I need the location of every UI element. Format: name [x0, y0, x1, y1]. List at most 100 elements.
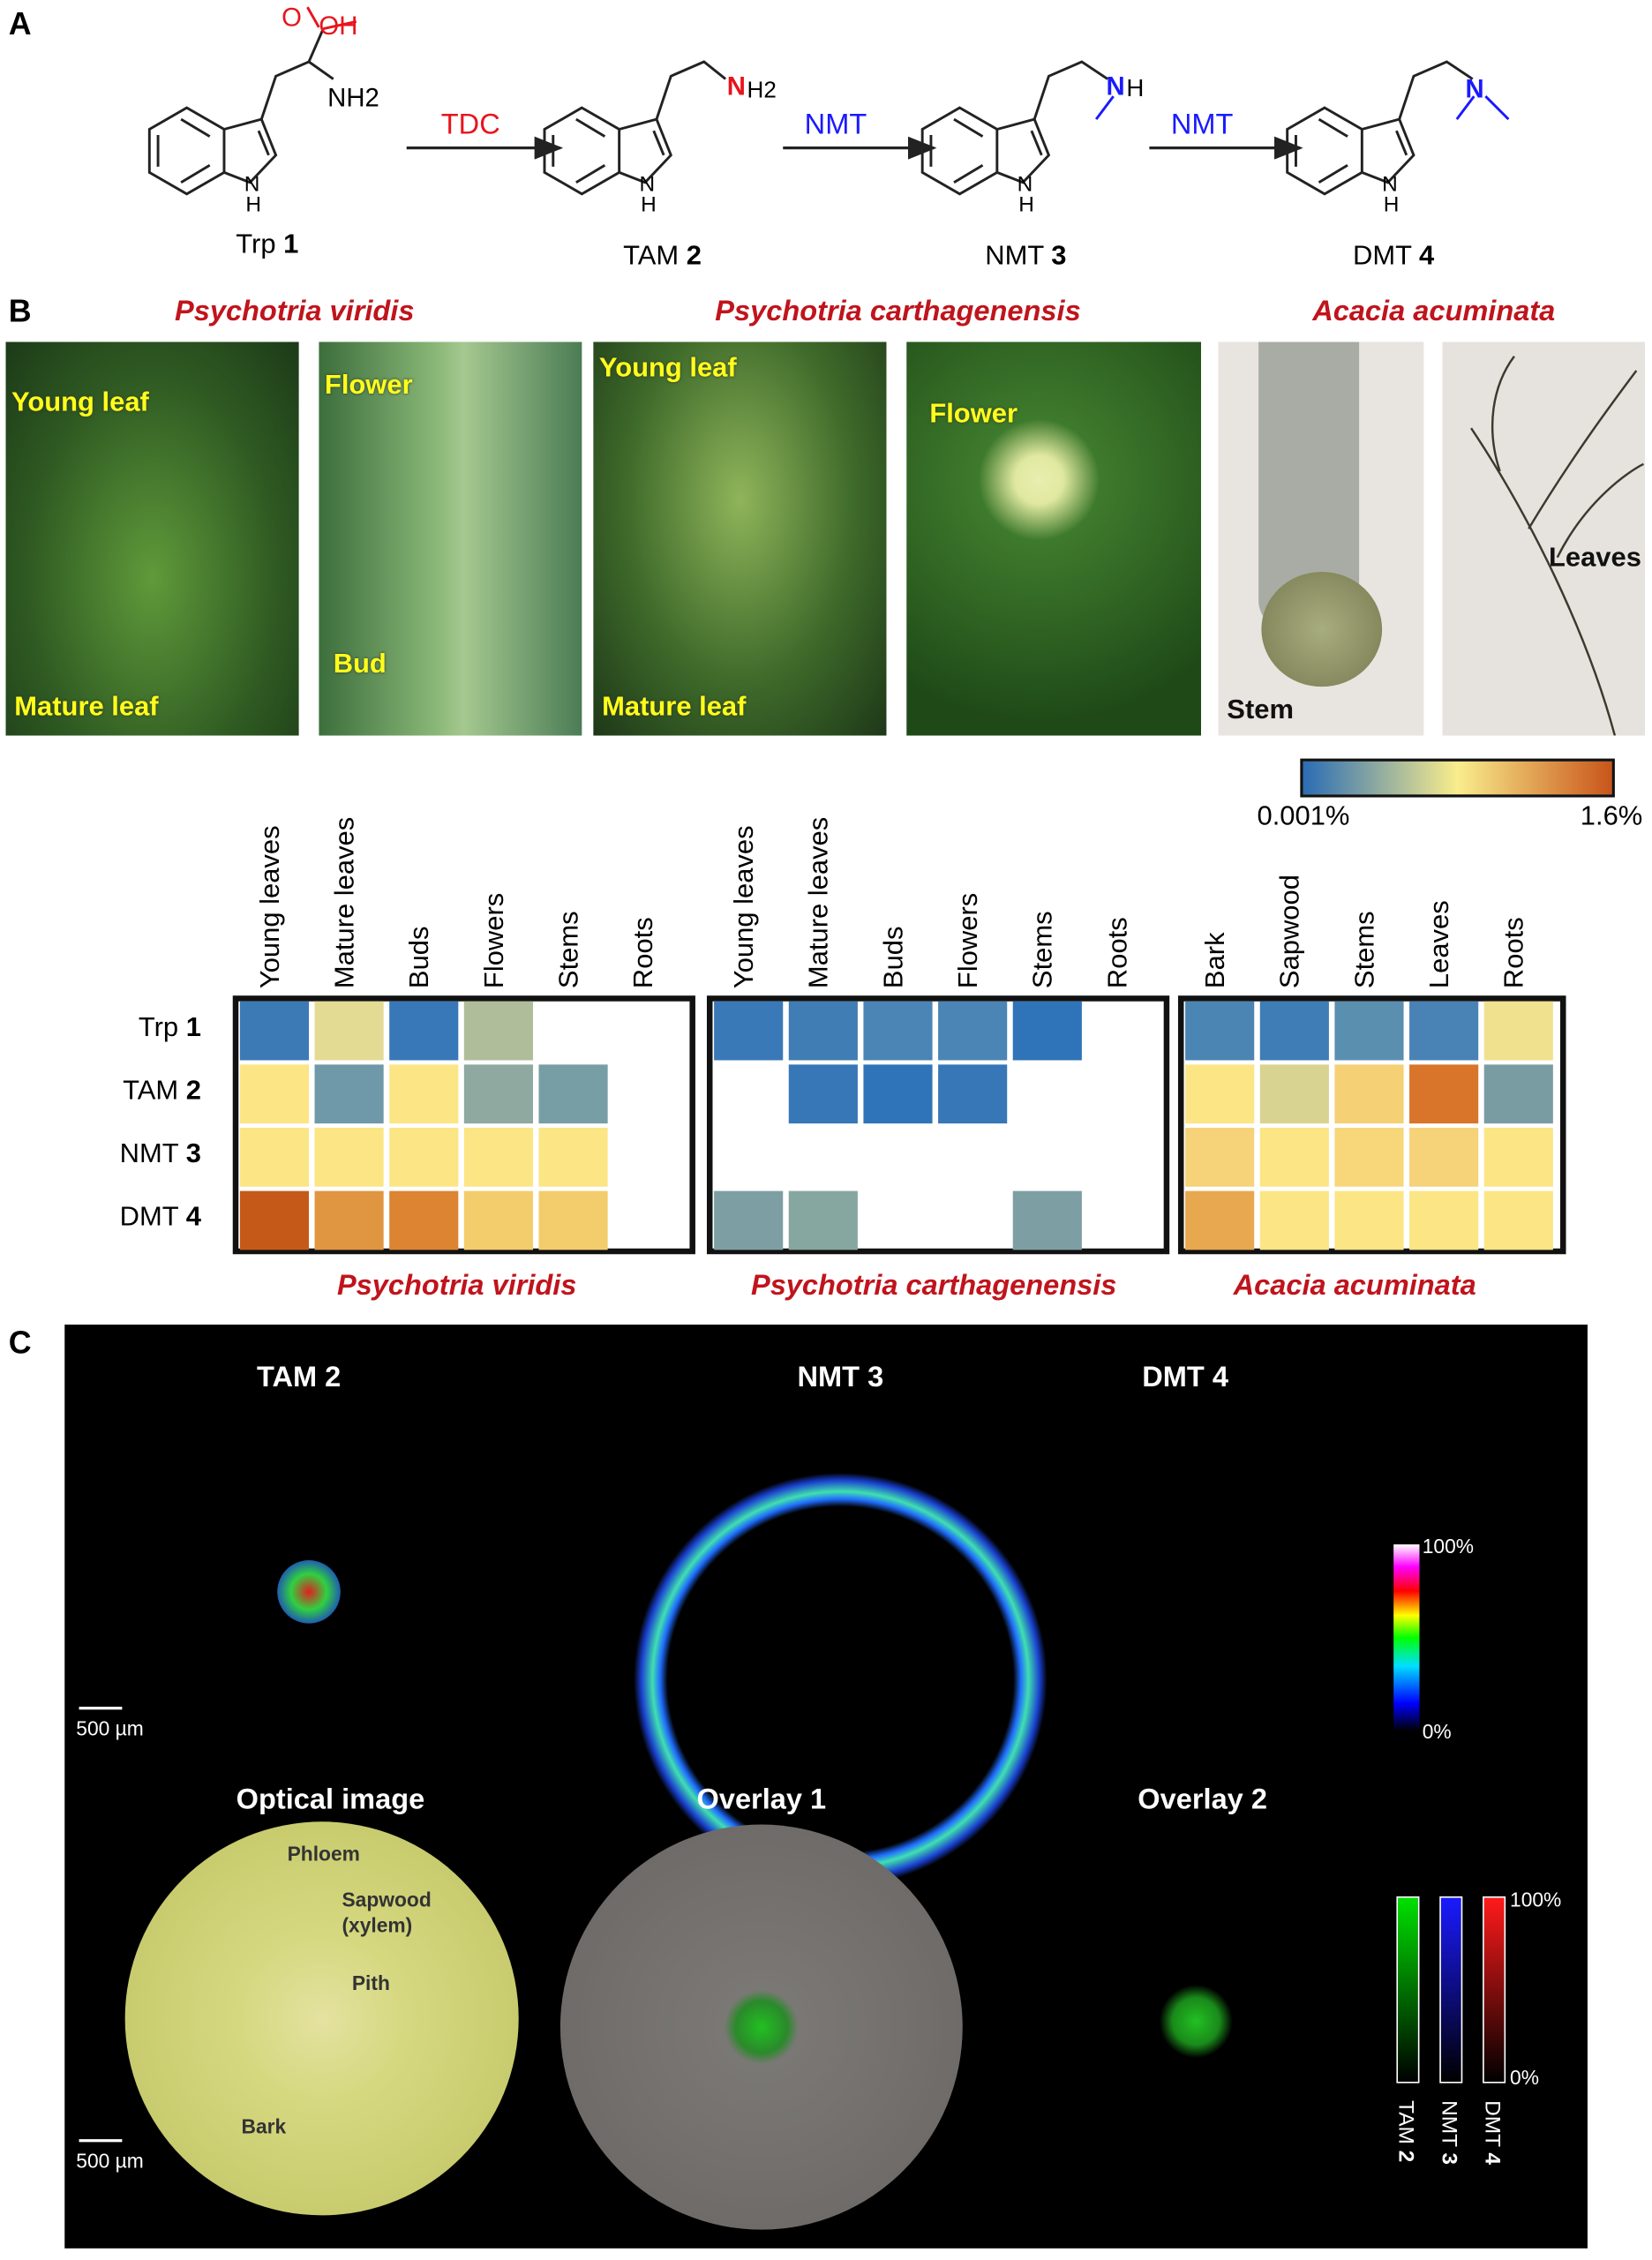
scale-bar-bottom — [79, 2139, 123, 2143]
photo-aa-leaves: Leaves — [1442, 342, 1646, 736]
colorbar-min: 0.001% — [1257, 801, 1350, 832]
channel-bar-nmt — [1439, 1896, 1463, 2084]
heatmap-cell — [938, 1001, 1008, 1061]
heatmap-cell — [1185, 1001, 1255, 1061]
dmt-structure — [1286, 60, 1510, 196]
scale-bar-top — [79, 1707, 123, 1710]
photo-pv-leaves: Young leaf Mature leaf — [5, 342, 299, 736]
overlay-2-image — [1012, 1834, 1379, 2209]
trp-oh: OH — [319, 11, 358, 41]
heatmap-cell — [1185, 1127, 1255, 1187]
photo-pc-flower: Flower — [906, 342, 1202, 736]
arrow-label-nmt-2: NMT — [1170, 109, 1234, 141]
column-label: Roots — [1103, 917, 1134, 989]
title-optical: Optical image — [236, 1783, 425, 1816]
concentration-colorbar — [1300, 758, 1615, 798]
ann-stem: Stem — [1227, 695, 1294, 726]
column-label: Young leaves — [730, 825, 761, 989]
ann-pith: Pith — [351, 1971, 390, 1994]
ann-young-leaf: Young leaf — [598, 353, 737, 384]
title-nmt: NMT 3 — [797, 1362, 884, 1394]
heatmap-cell — [314, 1001, 384, 1061]
heatmap-cell — [863, 1001, 933, 1061]
title-tam: TAM 2 — [256, 1362, 342, 1394]
heatmap-cell — [1483, 1190, 1553, 1250]
reaction-scheme — [147, 6, 1510, 196]
channel-label-nmt: NMT 3 — [1437, 2100, 1461, 2165]
heatmap-cell — [788, 1064, 858, 1124]
heatmap-cell — [1259, 1190, 1329, 1250]
heatmap-cell — [1483, 1064, 1553, 1124]
trp-structure — [147, 6, 357, 196]
nmt-n: N — [1106, 71, 1125, 101]
photo-aa-stem: Stem — [1218, 342, 1424, 736]
row-label: DMT 4 — [119, 1202, 201, 1233]
photo-pv-flower: Flower Bud — [319, 342, 582, 736]
tam-n: N — [726, 71, 746, 101]
heatmap-cell — [314, 1190, 384, 1250]
column-label: Leaves — [1424, 900, 1456, 989]
heatmap-cell — [1012, 1001, 1082, 1061]
species-title-pv: Psychotria viridis — [175, 296, 415, 328]
intensity-colorbar — [1393, 1544, 1420, 1731]
heatmap-cell — [1185, 1064, 1255, 1124]
heatmap-species-pc: Psychotria carthagenensis — [750, 1270, 1117, 1302]
heatmap-cell — [1409, 1190, 1479, 1250]
nmt-h: H — [1126, 74, 1145, 102]
heatmap-cell — [239, 1001, 310, 1061]
label-trp: Trp 1 — [236, 229, 299, 260]
nmt-indole-h: H — [1018, 192, 1034, 217]
row-label: Trp 1 — [138, 1012, 201, 1043]
heatmap-cell — [1185, 1190, 1255, 1250]
heatmap-cell — [1334, 1127, 1404, 1187]
dmt-n: N — [1465, 74, 1484, 104]
arrow-label-nmt-1: NMT — [804, 109, 867, 141]
ann-sapwood: Sapwood — [342, 1888, 432, 1911]
heatmap-cell — [1409, 1127, 1479, 1187]
scale-bar-label-bottom: 500 µm — [76, 2149, 144, 2173]
heatmap-cell — [863, 1064, 933, 1124]
heatmap-cell — [788, 1001, 858, 1061]
row-label: NMT 3 — [119, 1139, 201, 1170]
heatmap-cell — [389, 1064, 459, 1124]
channel-bar-dmt — [1483, 1896, 1506, 2084]
intensity-min: 0% — [1422, 1719, 1452, 1743]
msi-image-dmt — [1012, 1408, 1372, 1768]
heatmap-cell — [788, 1190, 858, 1250]
column-label: Bark — [1201, 932, 1232, 989]
arrow-label-tdc: TDC — [440, 109, 500, 141]
ann-mature-leaf: Mature leaf — [602, 692, 747, 723]
heatmap-cell — [1259, 1001, 1329, 1061]
heatmap-cell — [463, 1064, 533, 1124]
heatmap-cell — [938, 1064, 1008, 1124]
ann-bud: Bud — [333, 649, 387, 680]
heatmap-cell — [463, 1127, 533, 1187]
column-label: Stems — [1350, 911, 1381, 989]
column-label: Buds — [405, 926, 436, 989]
scale-bar-label-top: 500 µm — [76, 1716, 144, 1740]
channel-label-dmt: DMT 4 — [1479, 2100, 1505, 2165]
panel-c-label: C — [8, 1325, 32, 1361]
heatmap-cell — [389, 1001, 459, 1061]
heatmap-cell — [1409, 1064, 1479, 1124]
nmt-structure — [920, 60, 1115, 196]
title-overlay-2: Overlay 2 — [1138, 1783, 1267, 1816]
nmt-indole-n: N — [1017, 172, 1033, 198]
heatmap-cell — [538, 1127, 608, 1187]
intensity-max: 100% — [1422, 1534, 1475, 1558]
title-dmt: DMT 4 — [1142, 1362, 1228, 1394]
column-label: Flowers — [479, 892, 510, 989]
heatmap-cell — [1259, 1127, 1329, 1187]
heatmap-cell — [1409, 1001, 1479, 1061]
heatmap-cell — [1334, 1190, 1404, 1250]
channel-label-tam: TAM 2 — [1393, 2100, 1418, 2163]
msi-image-tam — [122, 1410, 496, 1784]
channel-bar-max: 100% — [1510, 1888, 1562, 1911]
heatmap-cell — [389, 1190, 459, 1250]
row-label: TAM 2 — [123, 1076, 201, 1107]
ann-flower: Flower — [929, 399, 1018, 430]
column-label: Roots — [629, 917, 660, 989]
trp-indole-n: N — [244, 172, 260, 198]
ann-mature-leaf: Mature leaf — [14, 692, 159, 723]
